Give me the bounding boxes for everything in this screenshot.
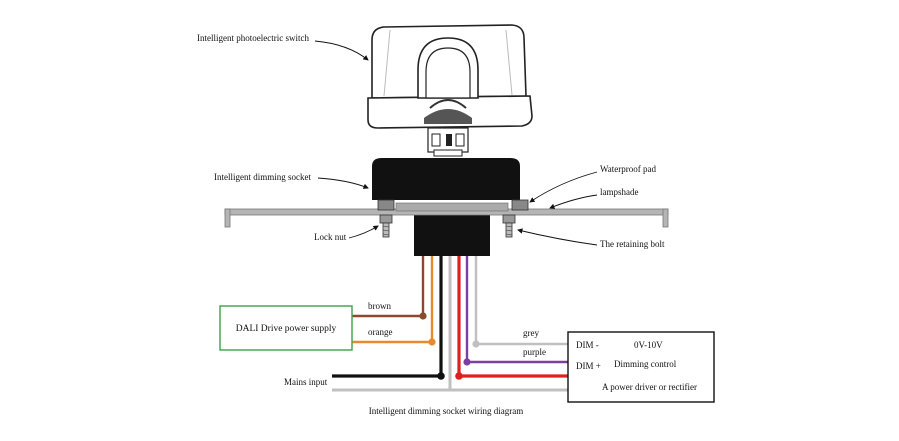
callout-photoelectric-switch: Intelligent photoelectric switch <box>197 33 369 61</box>
dimming-control-label: Dimming control <box>614 359 677 369</box>
driver-description: A power driver or rectifier <box>602 382 697 392</box>
wire-brown <box>352 256 427 320</box>
callout-retaining-bolt: The retaining bolt <box>517 228 665 249</box>
wire-grey <box>332 256 568 392</box>
callout-lock-nut: Lock nut <box>314 225 379 242</box>
lock-nut <box>379 214 393 238</box>
retaining-bolt <box>502 214 516 238</box>
label-waterproof-pad: Waterproof pad <box>600 164 656 174</box>
voltage-label: 0V-10V <box>634 340 663 350</box>
callout-lampshade: lampshade <box>549 187 639 209</box>
dali-power-supply-box: DALI Drive power supply <box>219 305 353 351</box>
dimming-socket <box>372 158 520 256</box>
waterproof-pad <box>377 199 529 211</box>
label-lock-nut: Lock nut <box>314 232 347 242</box>
wire-label-purple: purple <box>523 347 546 357</box>
wire-label-orange: orange <box>368 327 393 337</box>
label-photoelectric-switch: Intelligent photoelectric switch <box>197 33 309 43</box>
callout-waterproof-pad: Waterproof pad <box>529 164 656 203</box>
wire-label-grey: grey <box>523 328 539 338</box>
power-driver-box: DIM - DIM + 0V-10V Dimming control A pow… <box>567 331 715 403</box>
lampshade-bar <box>224 202 669 228</box>
label-lampshade: lampshade <box>600 187 639 197</box>
callout-dimming-socket: Intelligent dimming socket <box>214 172 369 189</box>
dali-box-title: DALI Drive power supply <box>236 324 337 334</box>
wire-purple <box>463 256 568 366</box>
wire-red <box>455 256 568 380</box>
wire-label-brown: brown <box>368 301 391 311</box>
dim-plus-label: DIM + <box>576 361 601 371</box>
wire-orange <box>352 256 436 346</box>
photoelectric-switch <box>367 24 533 157</box>
dim-minus-label: DIM - <box>576 340 599 350</box>
wire-black <box>332 256 445 380</box>
label-retaining-bolt: The retaining bolt <box>600 239 665 249</box>
label-mains-input: Mains input <box>284 377 328 387</box>
label-dimming-socket: Intelligent dimming socket <box>214 172 311 182</box>
diagram-caption: Intelligent dimming socket wiring diagra… <box>369 406 523 416</box>
